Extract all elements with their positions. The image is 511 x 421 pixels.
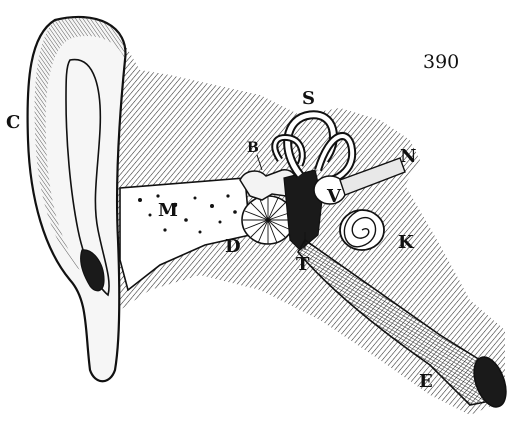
figure-number: 390 <box>423 51 459 73</box>
label-d: D <box>225 236 241 257</box>
label-c: C <box>6 112 20 133</box>
label-e: E <box>419 371 433 392</box>
cochlea <box>340 210 384 250</box>
label-s: S <box>302 88 315 109</box>
label-v: V <box>326 186 342 207</box>
label-n: N <box>400 146 416 167</box>
label-b: B <box>247 140 259 156</box>
label-t: T <box>296 254 310 275</box>
label-k: K <box>398 232 415 253</box>
label-m: M <box>158 200 178 221</box>
